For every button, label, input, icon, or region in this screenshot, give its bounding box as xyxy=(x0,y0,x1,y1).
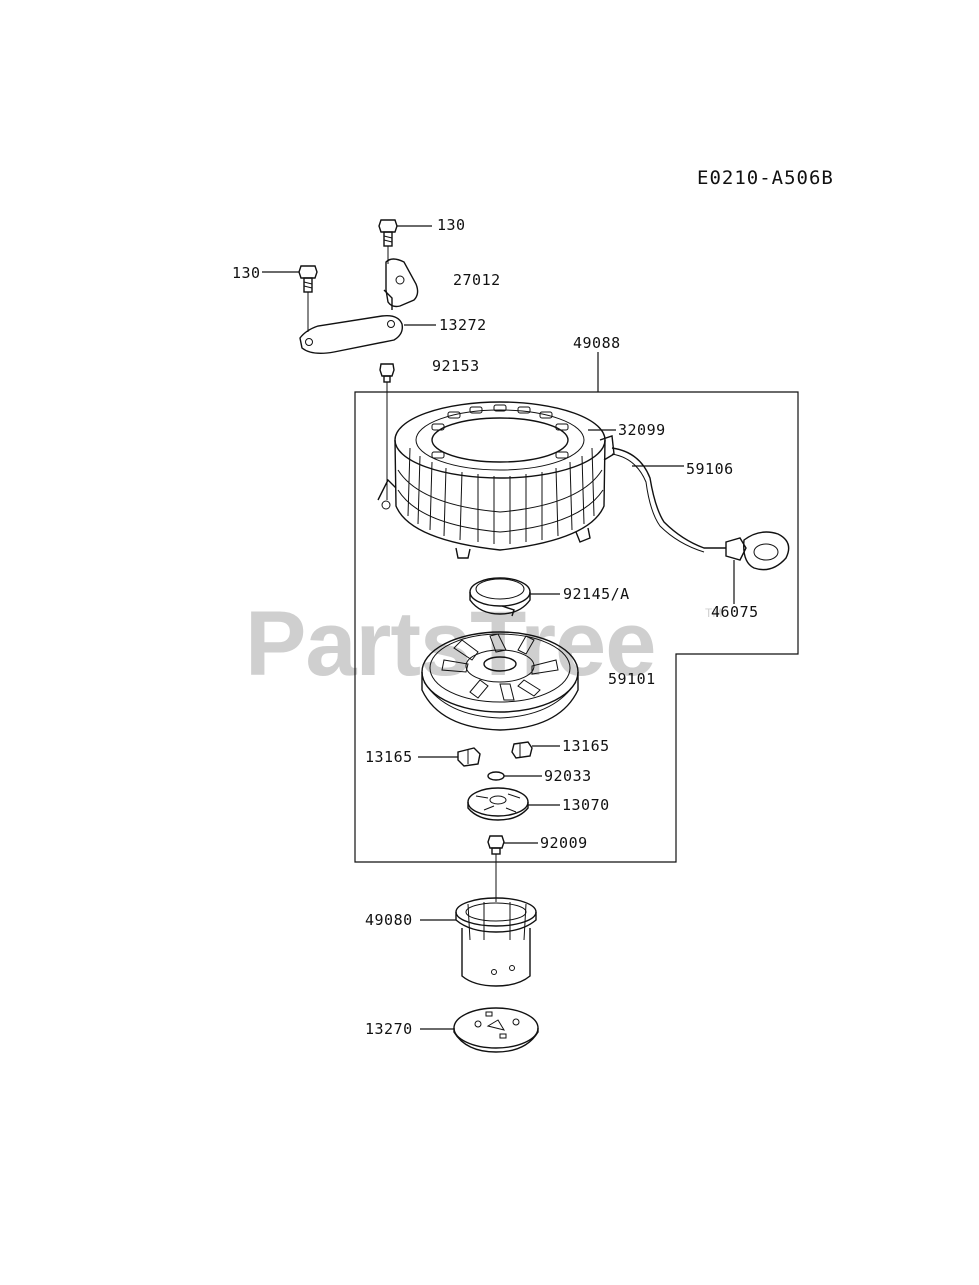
label-13070: 13070 xyxy=(562,796,610,814)
pawl-13165-right[interactable] xyxy=(511,741,533,759)
bolt-130-top[interactable] xyxy=(378,219,398,247)
screw-92009[interactable] xyxy=(487,835,505,855)
label-27012: 27012 xyxy=(453,271,501,289)
label-130-top: 130 xyxy=(437,216,466,234)
recoil-case-32099[interactable] xyxy=(377,401,615,559)
recoil-spring-92145A[interactable] xyxy=(469,577,531,617)
bracket-27012[interactable] xyxy=(383,258,419,310)
assembly-bracket-49088 xyxy=(354,391,799,863)
pawl-13165-left[interactable] xyxy=(457,747,481,767)
starter-handle-46075[interactable] xyxy=(725,531,790,571)
reel-pulley-59101[interactable] xyxy=(421,631,579,731)
label-59106: 59106 xyxy=(686,460,734,478)
label-49080: 49080 xyxy=(365,911,413,929)
starter-cup-49080[interactable] xyxy=(455,897,537,987)
label-92009: 92009 xyxy=(540,834,588,852)
label-13270: 13270 xyxy=(365,1020,413,1038)
label-13165-right: 13165 xyxy=(562,737,610,755)
ratchet-13070[interactable] xyxy=(467,787,529,821)
plate-13272[interactable] xyxy=(299,314,404,355)
label-130-left: 130 xyxy=(232,264,261,282)
label-13165-left: 13165 xyxy=(365,748,413,766)
label-46075: 46075 xyxy=(711,603,759,621)
label-92145A: 92145/A xyxy=(563,585,630,603)
watermark-mark: TM xyxy=(705,606,722,620)
bolt-130-left[interactable] xyxy=(298,265,318,293)
label-59101: 59101 xyxy=(608,670,656,688)
plate-13270[interactable] xyxy=(453,1007,539,1053)
label-13272: 13272 xyxy=(439,316,487,334)
label-92033: 92033 xyxy=(544,767,592,785)
label-32099: 32099 xyxy=(618,421,666,439)
screw-92153[interactable] xyxy=(379,363,395,383)
diagram-code: E0210-A506B xyxy=(697,167,834,189)
label-49088: 49088 xyxy=(573,334,621,352)
label-92153: 92153 xyxy=(432,357,480,375)
starter-rope-59106[interactable] xyxy=(611,447,726,549)
washer-92033[interactable] xyxy=(487,771,505,781)
